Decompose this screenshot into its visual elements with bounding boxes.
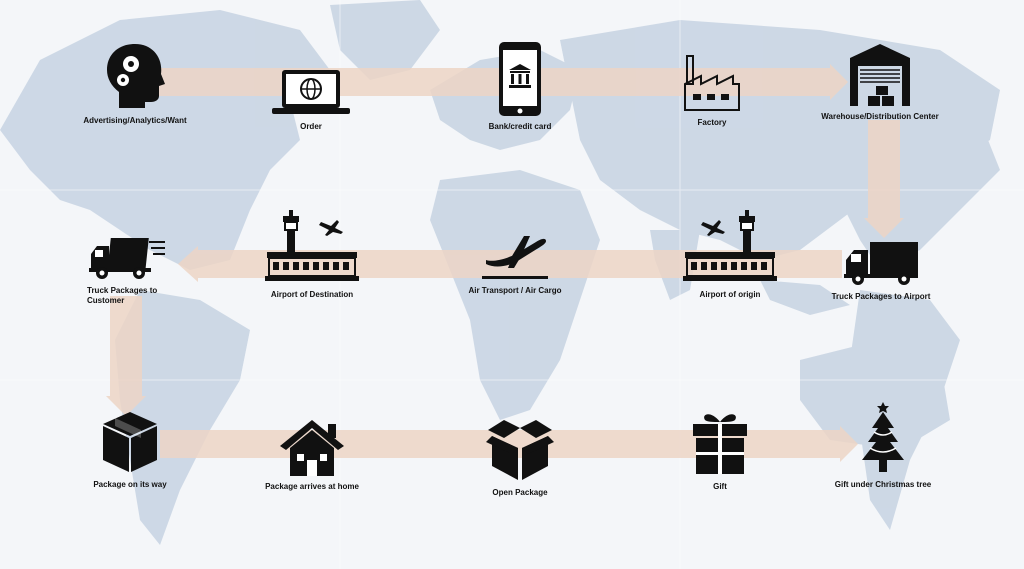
house-icon — [280, 420, 344, 476]
step-label: Truck Packages to Airport — [831, 292, 931, 301]
step-air-transport: Air Transport / Air Cargo — [455, 230, 575, 296]
christmas-tree-icon — [862, 402, 904, 472]
box-icon — [103, 412, 157, 472]
gift-icon — [693, 414, 747, 474]
step-gift: Gift — [680, 410, 760, 492]
step-label: Air Transport / Air Cargo — [468, 286, 562, 295]
warehouse-icon — [850, 44, 910, 106]
step-label: Warehouse/Distribution Center — [821, 112, 939, 121]
step-gift-tree: Gift under Christmas tree — [818, 402, 948, 490]
step-open-package: Open Package — [470, 414, 570, 498]
step-label: Package on its way — [93, 480, 167, 489]
step-bank: Bank/credit card — [470, 42, 570, 132]
step-label: Order — [300, 122, 322, 131]
flow-arrow-down-left — [106, 296, 146, 416]
step-advertising: Advertising/Analytics/Want — [70, 42, 200, 126]
step-order: Order — [266, 68, 356, 132]
phone-bank-icon — [499, 42, 541, 116]
step-package-home: Package arrives at home — [252, 418, 372, 492]
step-truck-to-customer: Truck Packages to Customer — [82, 236, 172, 306]
head-gears-icon — [107, 44, 165, 108]
step-label: Bank/credit card — [488, 122, 552, 131]
laptop-globe-icon — [272, 70, 350, 114]
step-label: Package arrives at home — [265, 482, 359, 491]
airplane-takeoff-icon — [482, 236, 548, 279]
airport-tower-icon — [265, 210, 359, 281]
step-label: Open Package — [492, 488, 548, 497]
step-label: Truck Packages to Customer — [87, 286, 158, 305]
step-label: Gift under Christmas tree — [834, 480, 932, 489]
step-warehouse: Warehouse/Distribution Center — [815, 42, 945, 122]
step-package-on-way: Package on its way — [80, 410, 180, 490]
flow-arrow-down-right — [864, 120, 904, 238]
step-factory: Factory — [672, 54, 752, 128]
step-truck-to-airport: Truck Packages to Airport — [826, 242, 936, 302]
step-label: Factory — [697, 118, 727, 127]
truck-moving-icon — [89, 238, 165, 279]
truck-icon — [844, 242, 918, 285]
step-airport-origin: Airport of origin — [680, 208, 780, 300]
factory-icon — [684, 55, 740, 111]
step-label: Advertising/Analytics/Want — [83, 116, 187, 125]
step-label: Gift — [713, 482, 727, 491]
step-label: Airport of origin — [699, 290, 761, 299]
airport-tower-icon — [683, 210, 777, 281]
step-airport-destination: Airport of Destination — [262, 208, 362, 300]
step-label: Airport of Destination — [270, 290, 354, 299]
open-box-icon — [486, 420, 554, 480]
